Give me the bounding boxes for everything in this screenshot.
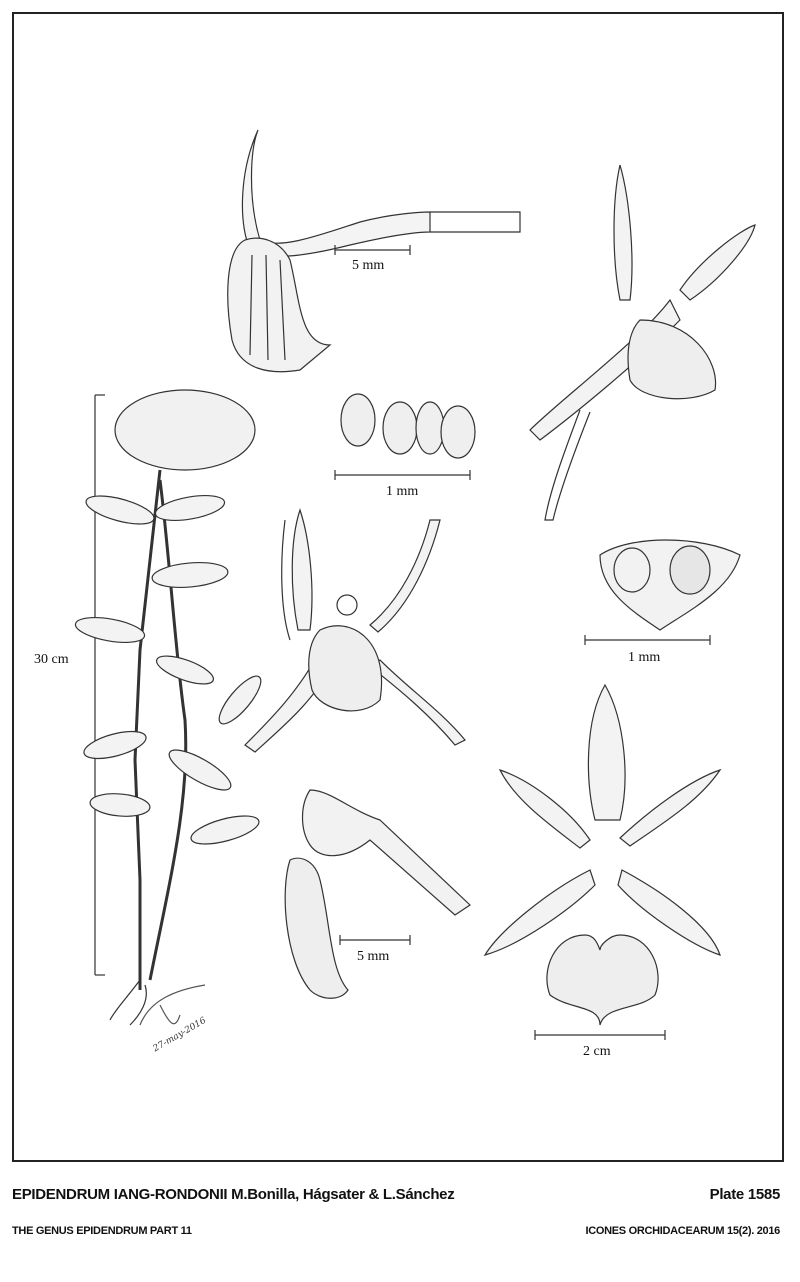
anther-drawing xyxy=(599,539,741,631)
scale-label-30cm-habit: 30 cm xyxy=(34,652,69,667)
column-side-view-drawing xyxy=(227,129,521,373)
publication-reference: ICONES ORCHIDACEARUM 15(2). 2016 xyxy=(585,1225,780,1237)
scale-label-1mm-pollinia: 1 mm xyxy=(386,484,419,499)
plate-frame xyxy=(12,12,784,1162)
scale-label-1mm-anther: 1 mm xyxy=(628,650,661,665)
flower-side-drawing xyxy=(529,164,756,521)
dissected-perianth-drawing xyxy=(483,683,722,1026)
flower-front-drawing xyxy=(244,508,466,753)
species-title: EPIDENDRUM IANG-RONDONII M.Bonilla, Hágs… xyxy=(12,1186,455,1203)
plate-number: Plate 1585 xyxy=(709,1186,781,1203)
ovary-side-drawing xyxy=(284,789,471,999)
scale-label-2cm-perianth: 2 cm xyxy=(583,1044,611,1059)
signature-mark xyxy=(139,984,206,1026)
plant-habit-drawing xyxy=(74,389,262,1026)
pollinia-drawing xyxy=(340,393,476,459)
scale-label-5mm-column: 5 mm xyxy=(352,258,385,273)
scale-label-5mm-ovary: 5 mm xyxy=(357,949,390,964)
series-title: THE GENUS EPIDENDRUM PART 11 xyxy=(12,1225,192,1237)
